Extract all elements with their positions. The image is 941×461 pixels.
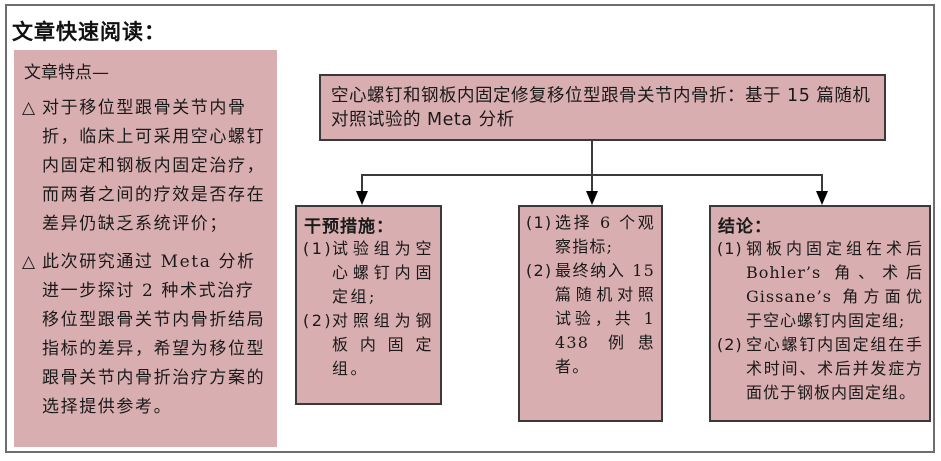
- list-item: (2) 空心螺钉内固定组在手术时间、术后并发症方面优于钢板内固定组。: [711, 333, 929, 405]
- item-number: (2): [526, 261, 553, 280]
- item-number: (2): [717, 335, 743, 354]
- item-text: 对照组为钢板内固定组。: [332, 311, 434, 378]
- list-item: (1) 选择 6 个观察指标;: [520, 211, 661, 259]
- item-number: (1): [526, 213, 553, 232]
- article-features-panel: 文章特点— △ 对于移位型跟骨关节内骨折，临床上可采用空心螺钉内固定和钢板内固定…: [14, 50, 277, 447]
- connector-right-drop: [821, 174, 823, 194]
- flowchart-title-box: 空心螺钉和钢板内固定修复移位型跟骨关节内骨折：基于 15 篇随机对照试验的 Me…: [319, 74, 886, 141]
- features-title: 文章特点—: [24, 63, 109, 83]
- list-item: (2) 对照组为钢板内固定组。: [297, 309, 440, 381]
- box-title: 干预措施：: [304, 217, 394, 237]
- item-text: 空心螺钉内固定组在手术时间、术后并发症方面优于钢板内固定组。: [746, 335, 923, 402]
- connector-left-drop: [361, 174, 363, 194]
- section-heading: 文章快速阅读：: [12, 20, 166, 44]
- list-item: (1) 钢板内固定组在术后 Bohler’s 角、术后 Gissane’s 角方…: [711, 237, 929, 333]
- arrow-down-icon: [586, 191, 598, 205]
- list-item: (1) 试验组为空心螺钉内固定组;: [297, 237, 440, 309]
- item-number: (1): [717, 239, 743, 258]
- feature-paragraph: △ 此次研究通过 Meta 分析进一步探讨 2 种术式治疗移位型跟骨关节内骨折结…: [22, 248, 272, 422]
- feature-text: 此次研究通过 Meta 分析进一步探讨 2 种术式治疗移位型跟骨关节内骨折结局指…: [42, 252, 266, 417]
- triangle-bullet-icon: △: [22, 98, 37, 118]
- item-text: 试验组为空心螺钉内固定组;: [332, 239, 434, 306]
- intervention-box: 干预措施： (1) 试验组为空心螺钉内固定组; (2) 对照组为钢板内固定组。: [295, 205, 442, 405]
- item-number: (1): [303, 239, 334, 258]
- box-title: 结论：: [718, 217, 772, 237]
- triangle-bullet-icon: △: [22, 252, 37, 272]
- feature-text: 对于移位型跟骨关节内骨折，临床上可采用空心螺钉内固定和钢板内固定治疗，而两者之间…: [42, 98, 266, 234]
- item-text: 选择 6 个观察指标;: [555, 213, 655, 256]
- arrow-down-icon: [356, 191, 368, 205]
- list-item: (2) 最终纳入 15 篇随机对照试验，共 1 438 例患者。: [520, 259, 661, 379]
- feature-paragraph: △ 对于移位型跟骨关节内骨折，临床上可采用空心螺钉内固定和钢板内固定治疗，而两者…: [22, 94, 272, 239]
- arrow-down-icon: [816, 191, 828, 205]
- connector-stem: [591, 141, 593, 176]
- item-text: 钢板内固定组在术后 Bohler’s 角、术后 Gissane’s 角方面优于空…: [746, 239, 923, 330]
- item-text: 最终纳入 15 篇随机对照试验，共 1 438 例患者。: [555, 261, 655, 376]
- connector-center-drop: [591, 174, 593, 194]
- conclusion-box: 结论： (1) 钢板内固定组在术后 Bohler’s 角、术后 Gissane’…: [709, 205, 931, 422]
- item-number: (2): [303, 311, 334, 330]
- methods-box: (1) 选择 6 个观察指标; (2) 最终纳入 15 篇随机对照试验，共 1 …: [518, 205, 663, 422]
